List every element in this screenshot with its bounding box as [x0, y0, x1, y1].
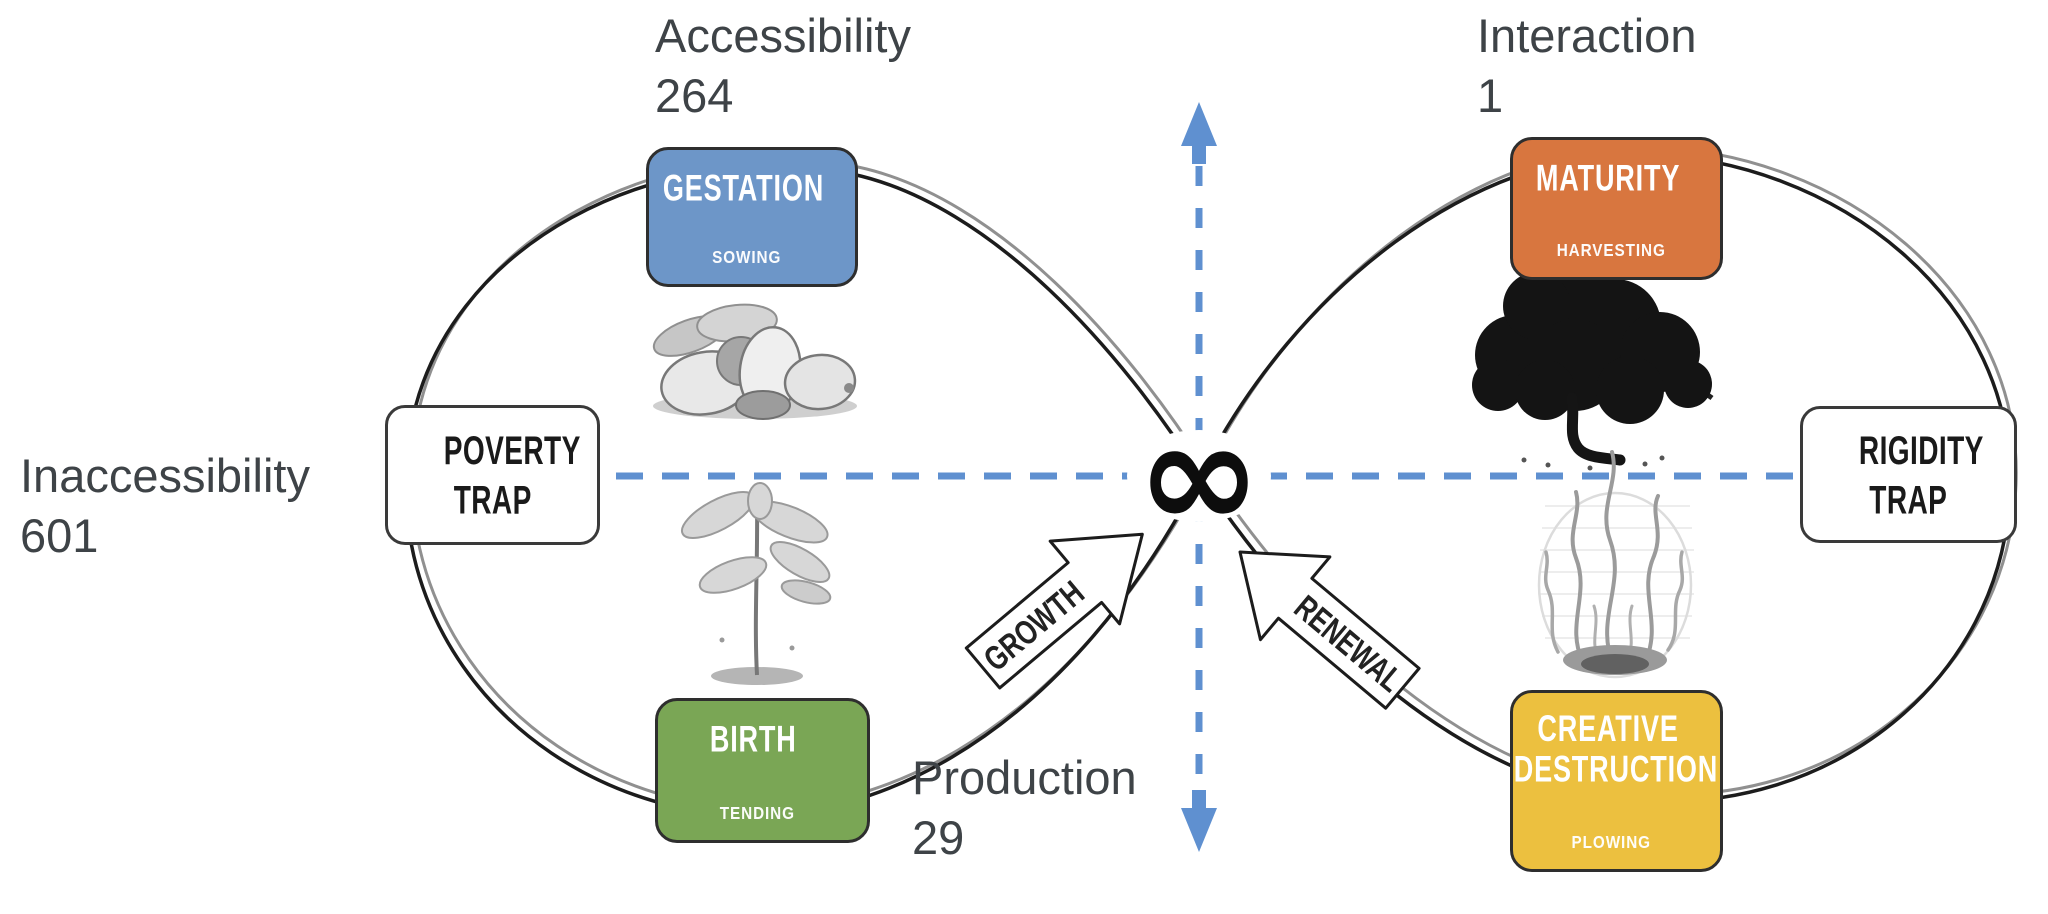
phase-subtitle: HARVESTING — [1557, 240, 1667, 261]
phase-title: MATURITY — [1535, 156, 1680, 199]
phase-subtitle: TENDING — [720, 803, 796, 824]
phase-title: CREATIVE DESTRUCTION — [1513, 707, 1718, 789]
quadrant-label-value: 264 — [655, 69, 734, 122]
quadrant-label-name: Production — [912, 751, 1137, 804]
quadrant-label-value: 601 — [20, 509, 99, 562]
phase-box-creative-destruction: CREATIVE DESTRUCTION PLOWING — [1510, 690, 1723, 872]
quadrant-label-inaccessibility: Inaccessibility 601 — [20, 446, 310, 566]
oak-tree-illustration — [1472, 262, 1714, 471]
sapling-illustration — [680, 482, 832, 685]
fire-illustration — [1537, 450, 1694, 679]
phase-title: GESTATION — [662, 166, 824, 209]
trap-title: RIGIDITY TRAP — [1859, 427, 1984, 522]
phase-subtitle: SOWING — [712, 247, 782, 268]
trap-title: POVERTY TRAP — [443, 427, 581, 523]
infinity-knot-icon: ∞ — [1127, 389, 1271, 563]
svg-text:∞: ∞ — [1137, 389, 1262, 563]
phase-box-birth: BIRTH TENDING — [655, 698, 870, 843]
phase-title: BIRTH — [710, 717, 798, 760]
phase-box-gestation: GESTATION SOWING — [646, 147, 858, 287]
quadrant-label-production: Production 29 — [912, 748, 1137, 868]
trap-box-rigidity: RIGIDITY TRAP — [1800, 406, 2017, 543]
quadrant-label-name: Accessibility — [655, 9, 911, 62]
phase-subtitle: PLOWING — [1571, 832, 1652, 853]
axis-arrow-up-icon — [1181, 102, 1217, 164]
axis-arrow-down-icon — [1181, 790, 1217, 852]
quadrant-label-value: 29 — [912, 811, 965, 864]
acorns-illustration — [652, 303, 857, 420]
quadrant-label-name: Interaction — [1477, 9, 1697, 62]
quadrant-label-interaction: Interaction 1 — [1477, 6, 1696, 126]
trap-box-poverty: POVERTY TRAP — [385, 405, 600, 545]
quadrant-label-name: Inaccessibility — [20, 449, 310, 502]
quadrant-label-value: 1 — [1477, 69, 1504, 122]
quadrant-label-accessibility: Accessibility 264 — [655, 6, 911, 126]
phase-box-maturity: MATURITY HARVESTING — [1510, 137, 1723, 280]
